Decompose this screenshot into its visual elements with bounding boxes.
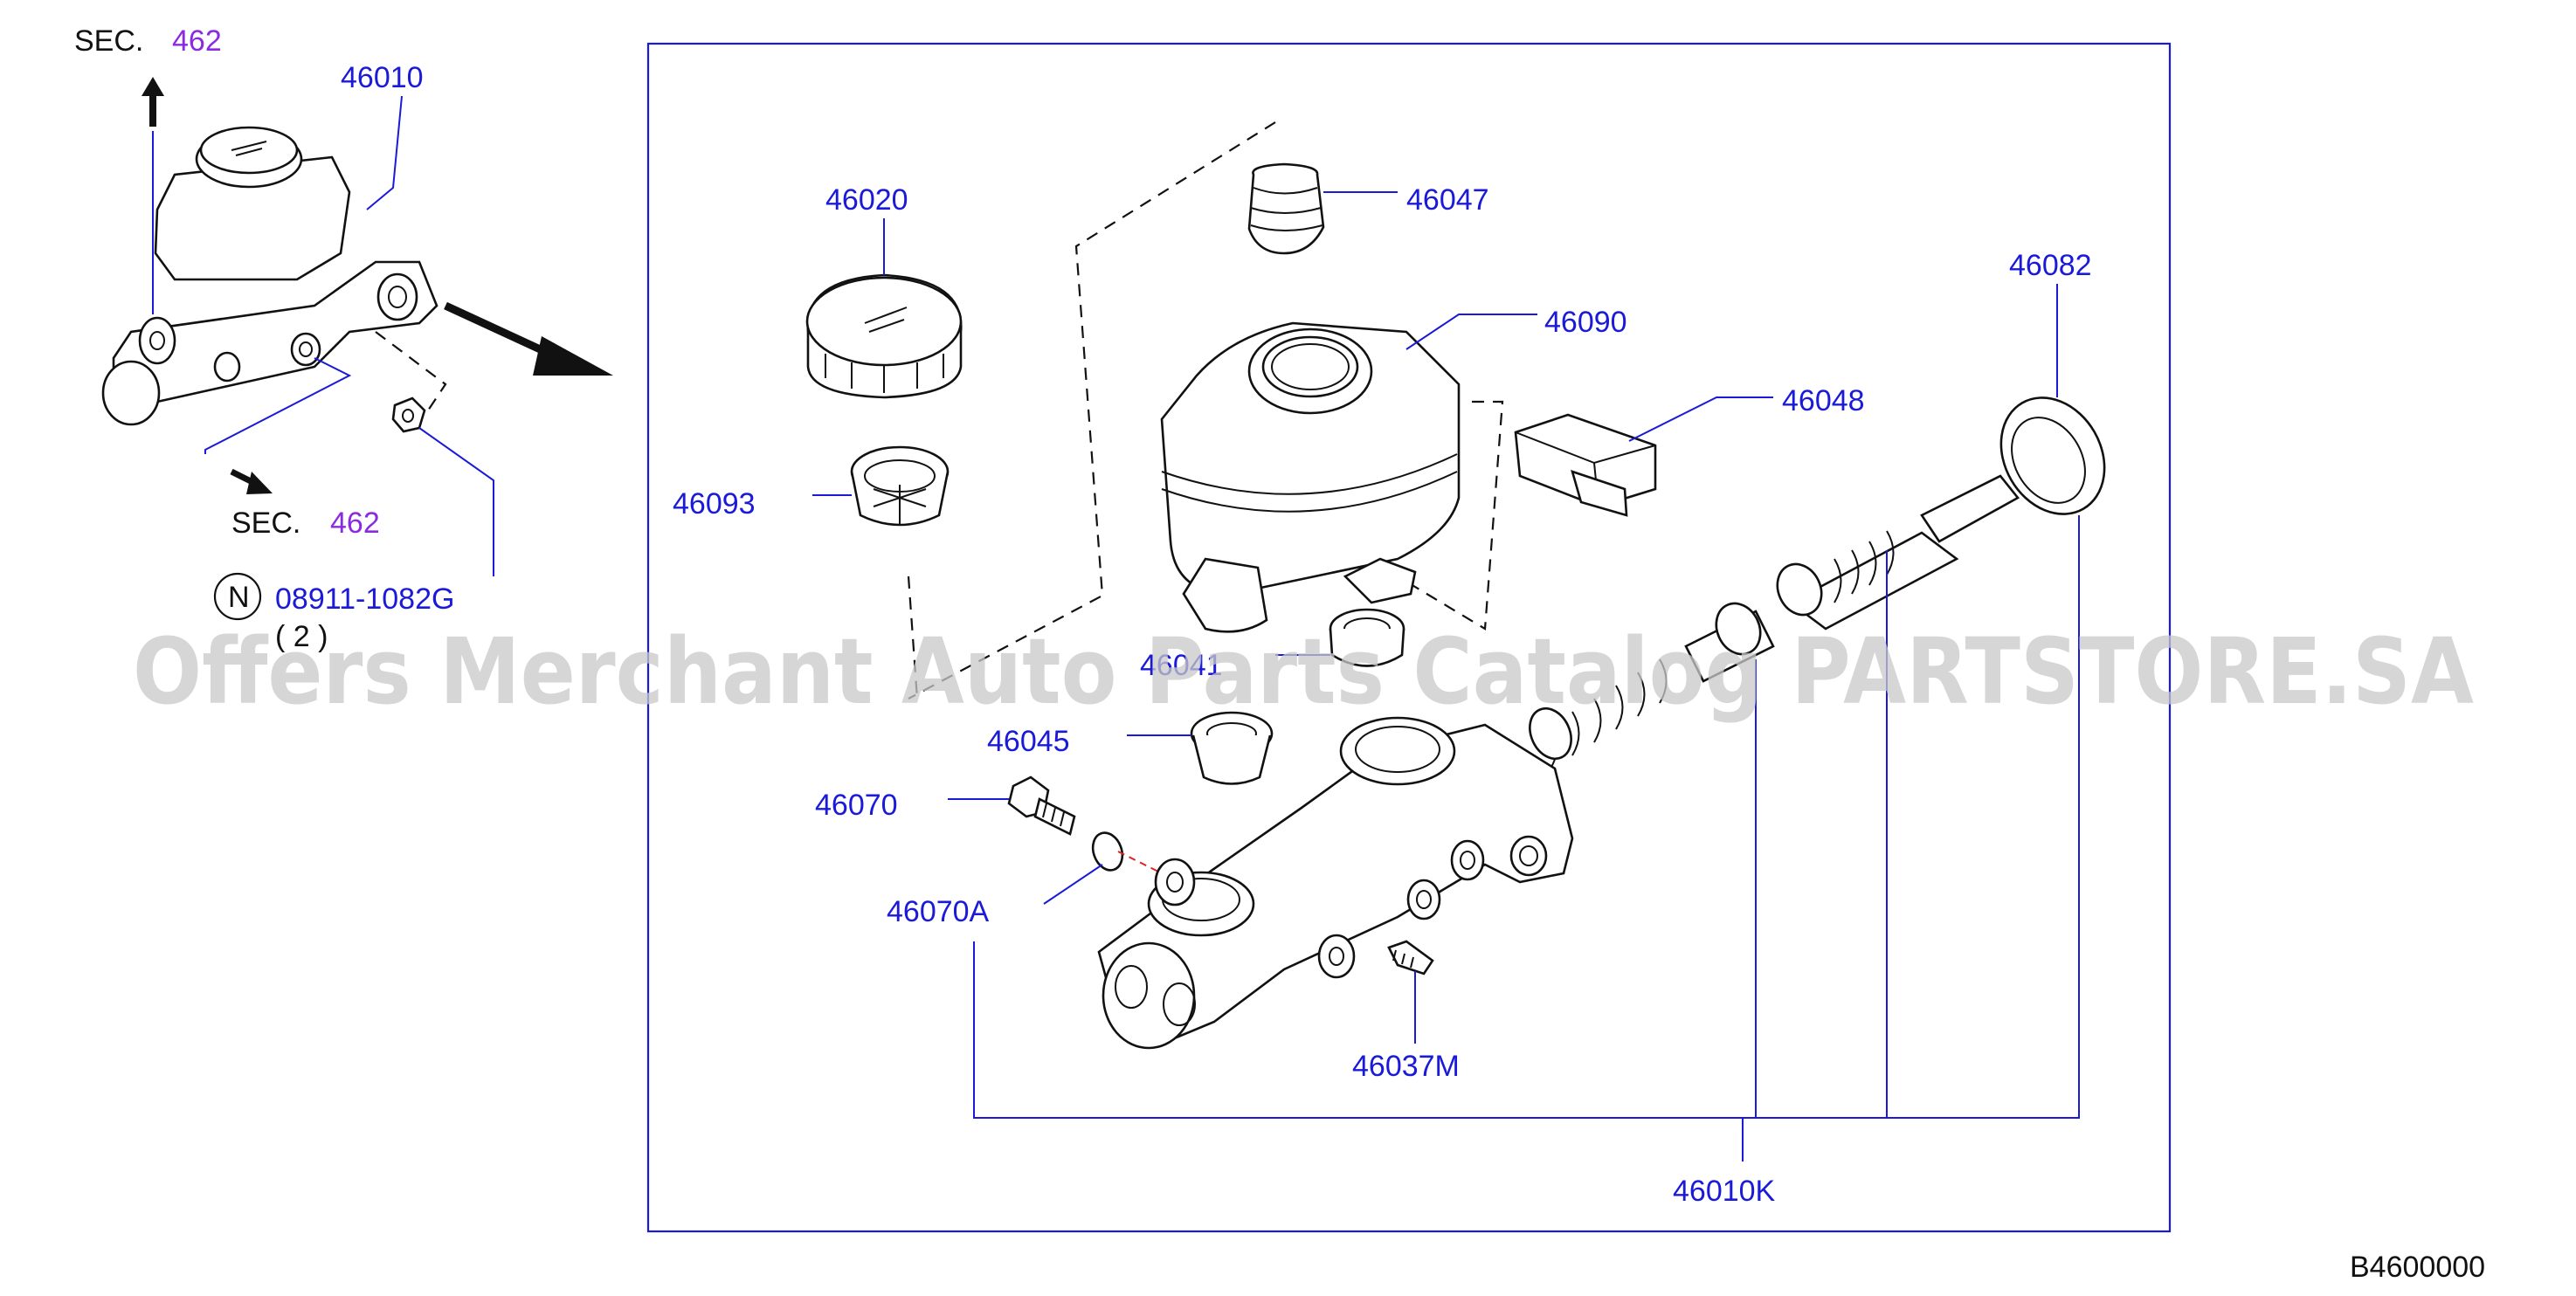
part-46082-ring[interactable] [1980, 379, 2124, 533]
callout-46010[interactable]: 46010 [341, 61, 424, 94]
callout-46020[interactable]: 46020 [825, 183, 908, 217]
part-46045-grommet[interactable] [1190, 711, 1274, 785]
sec-bottom-label: SEC. [231, 507, 300, 540]
callout-46082[interactable]: 46082 [2009, 249, 2092, 282]
sec-top-ref[interactable]: 462 [172, 24, 222, 58]
watermark-text: Offers Merchant Auto Parts Catalog PARTS… [133, 618, 2474, 725]
part-46093-strainer[interactable] [850, 445, 950, 527]
diagram-code: B4600000 [2350, 1251, 2485, 1284]
overview-dash [375, 331, 447, 411]
sec-bottom-ref[interactable]: 462 [330, 507, 380, 540]
part-master-cylinder-body[interactable] [1097, 716, 1574, 1050]
part-46070-bolt[interactable] [1007, 776, 1076, 836]
callout-46041[interactable]: 46041 [1140, 649, 1223, 682]
part-46037M-bleeder[interactable] [1387, 940, 1434, 975]
leader-46090 [1405, 314, 1537, 350]
callout-46093[interactable]: 46093 [673, 487, 756, 520]
leader-46070A [1043, 864, 1103, 905]
sec-top-label: SEC. [74, 24, 143, 58]
callout-46045[interactable]: 46045 [987, 725, 1070, 758]
callout-46048[interactable]: 46048 [1782, 384, 1865, 417]
detail-frame [646, 42, 2172, 1233]
callout-46070[interactable]: 46070 [815, 789, 898, 822]
arrow-down-right-icon [230, 468, 273, 494]
part-46020-cap[interactable] [805, 273, 963, 399]
part-46041-seal[interactable] [1329, 608, 1405, 667]
part-46070A-washer[interactable] [1088, 829, 1127, 874]
part-piston-kit[interactable] [1522, 474, 2020, 769]
part-46090-reservoir[interactable] [1160, 321, 1461, 633]
callout-46010K[interactable]: 46010K [1673, 1175, 1776, 1208]
install-guide-line [1117, 851, 1163, 874]
callout-46070A[interactable]: 46070A [887, 895, 990, 928]
overview-nut[interactable] [391, 396, 426, 433]
leader-46010K-frame [973, 515, 2080, 1119]
part-46048-connector[interactable] [1514, 413, 1657, 517]
callout-08911-1082G[interactable]: 08911-1082G [275, 583, 454, 616]
n-circle-icon [213, 572, 262, 621]
part-46047-plug[interactable] [1247, 162, 1325, 255]
callout-46090[interactable]: 46090 [1544, 306, 1627, 339]
arrow-to-detail-icon [444, 301, 613, 376]
callout-qty: ( 2 ) [275, 620, 328, 653]
leader-nut [418, 427, 494, 576]
leader-46048 [1628, 396, 1773, 442]
leader-sec-bottom [204, 357, 352, 454]
leader-46010 [366, 95, 403, 210]
arrow-up-icon [142, 77, 164, 127]
callout-46037M[interactable]: 46037M [1352, 1050, 1460, 1083]
dash-reservoir-left [908, 121, 1276, 700]
n-circle-letter: N [228, 581, 250, 614]
callout-46047[interactable]: 46047 [1406, 183, 1489, 217]
overview-master-cylinder[interactable] [101, 126, 439, 426]
